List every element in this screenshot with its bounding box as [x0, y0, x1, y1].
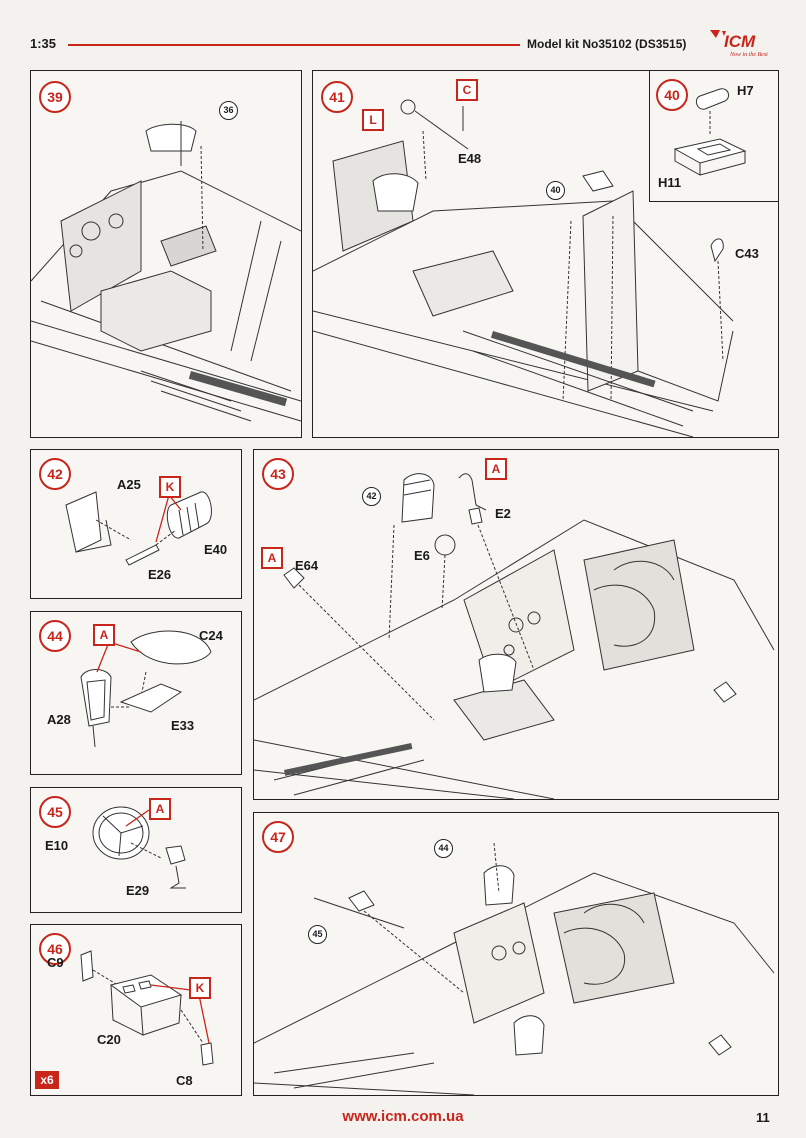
- footer-url[interactable]: www.icm.com.ua: [342, 1108, 464, 1125]
- color-code-a: A: [93, 624, 115, 646]
- step-43-drawing: [254, 473, 775, 799]
- step-45-badge: 45: [39, 796, 71, 828]
- color-code-k: K: [189, 977, 211, 999]
- part-c43: C43: [735, 246, 759, 261]
- step-44-badge: 44: [39, 620, 71, 652]
- part-a25: A25: [117, 477, 141, 492]
- step-41-drawing: [313, 99, 734, 437]
- color-code-a-e64: A: [261, 547, 283, 569]
- logo-tagline: Now in the Best: [729, 52, 768, 58]
- step-47-panel: 47 44 45: [253, 812, 779, 1096]
- step-41-badge: 41: [321, 81, 353, 113]
- part-e48: E48: [458, 151, 482, 166]
- step-44-panel: 44 A C24 A28 E33: [30, 611, 242, 775]
- part-e26: E26: [148, 567, 172, 582]
- step-40-panel: 40 H7 H11: [649, 70, 779, 202]
- step-45-panel: 45 A E10 E29: [30, 787, 242, 913]
- color-code-a: A: [149, 798, 171, 820]
- step-46-drawing: [80, 950, 214, 1066]
- header-rule: [68, 44, 520, 46]
- step-47-badge: 47: [262, 821, 294, 853]
- step-40-drawing: [673, 88, 747, 176]
- step-ref-42: 42: [362, 487, 381, 506]
- step-ref-40: 40: [546, 181, 565, 200]
- step-42-badge: 42: [39, 458, 71, 490]
- step-42-drawing: [65, 491, 212, 566]
- color-code-l: L: [362, 109, 384, 131]
- step-46-panel: 46 C9 K C20 C8 x6: [30, 924, 242, 1096]
- step-ref-36: 36: [219, 101, 238, 120]
- step-40-badge: 40: [656, 79, 688, 111]
- step-43-panel: 43 42 A E2 E6 A E64: [253, 449, 779, 800]
- step-45-drawing: [92, 806, 186, 889]
- step-ref-45: 45: [308, 925, 327, 944]
- part-e40: E40: [204, 542, 228, 557]
- logo-text: ICM: [724, 32, 756, 51]
- step-39-drawing: [31, 121, 301, 422]
- part-h7: H7: [737, 83, 754, 98]
- part-e2: E2: [495, 506, 511, 521]
- color-code-k: K: [159, 476, 181, 498]
- scale-label: 1:35: [30, 36, 57, 51]
- part-c20: C20: [97, 1032, 121, 1047]
- part-e64: E64: [295, 558, 319, 573]
- part-e33: E33: [171, 718, 195, 733]
- page-number: 11: [756, 1110, 770, 1125]
- part-e10: E10: [45, 838, 69, 853]
- part-c24: C24: [199, 628, 223, 643]
- step-ref-44: 44: [434, 839, 453, 858]
- part-c9: C9: [47, 955, 64, 970]
- step-39-panel: 39 36: [30, 70, 302, 438]
- quantity-badge: x6: [35, 1071, 59, 1089]
- kit-title: Model kit No35102 (DS3515): [527, 37, 687, 51]
- part-a28: A28: [47, 712, 71, 727]
- part-e6: E6: [414, 548, 430, 563]
- color-code-c: C: [456, 79, 478, 101]
- color-code-a-e2: A: [485, 458, 507, 480]
- step-39-badge: 39: [39, 81, 71, 113]
- icm-logo: ICM Now in the Best: [708, 28, 774, 58]
- step-44-drawing: [80, 630, 212, 748]
- part-c8: C8: [176, 1073, 193, 1088]
- step-42-panel: 42 A25 K E40 E26: [30, 449, 242, 599]
- step-47-drawing: [254, 842, 775, 1095]
- step-43-badge: 43: [262, 458, 294, 490]
- part-h11: H11: [658, 175, 682, 190]
- part-e29: E29: [126, 883, 150, 898]
- step-46-badge: 46: [39, 933, 71, 965]
